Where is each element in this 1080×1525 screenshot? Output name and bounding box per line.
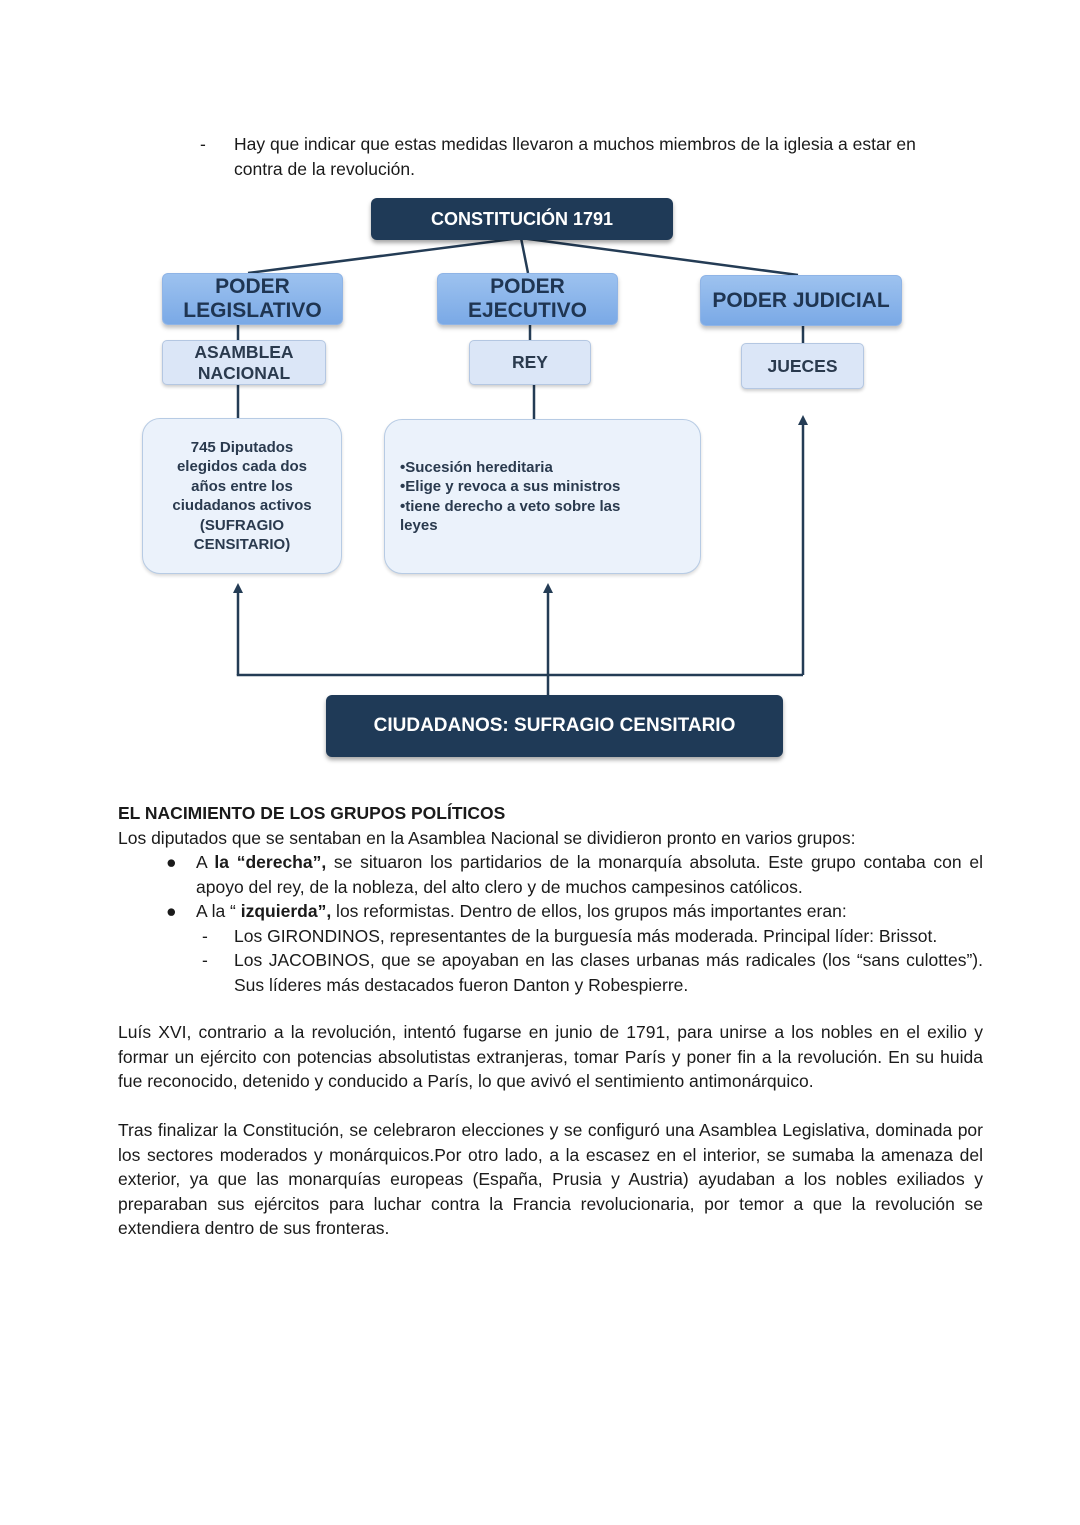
connector-bottom-horizontal	[236, 673, 803, 677]
dash-marker: -	[202, 950, 208, 970]
izquierda-text: los reformistas. Dentro de ellos, los gr…	[331, 901, 847, 921]
izquierda-label: izquierda”,	[240, 901, 332, 921]
dash-girondinos: - Los GIRONDINOS, representantes de la b…	[118, 924, 983, 949]
connector-root-judicial	[520, 236, 799, 277]
derecha-pre: A	[196, 852, 215, 872]
ciudadanos-box: CIUDADANOS: SUFRAGIO CENSITARIO	[326, 695, 783, 757]
ejecutivo-detail-item: tiene derecho a veto sobre las leyes	[400, 497, 660, 536]
girondinos-text: Los GIRONDINOS, representantes de la bur…	[234, 925, 938, 946]
political-groups-section: EL NACIMIENTO DE LOS GRUPOS POLÍTICOS Lo…	[118, 801, 983, 997]
bullet-izquierda: ● A la “ izquierda”, los reformistas. De…	[118, 899, 983, 924]
legislativo-detail-line: 745 Diputados	[190, 438, 294, 456]
intro-dash-text: Hay que indicar que estas medidas llevar…	[234, 134, 916, 179]
legislativo-detail-line: elegidos cada dos	[176, 458, 308, 475]
ejecutivo-detail-list: Sucesión hereditaria Elige y revoca a su…	[400, 458, 660, 536]
jueces-box: JUECES	[741, 343, 864, 389]
dash-marker: -	[200, 134, 206, 154]
asamblea-nacional-box: ASAMBLEA NACIONAL	[162, 340, 326, 385]
constitution-1791-diagram: CONSTITUCIÓN 1791 PODER LEGISLATIVO PODE…	[130, 190, 920, 770]
derecha-text: se situaron los partidarios de la monarq…	[196, 852, 983, 897]
diagram-connectors	[233, 236, 808, 695]
ejecutivo-detail-box: Sucesión hereditaria Elige y revoca a su…	[384, 419, 701, 574]
bullet-marker: ●	[166, 852, 177, 872]
dash-marker: -	[202, 925, 208, 946]
section-heading: EL NACIMIENTO DE LOS GRUPOS POLÍTICOS	[118, 803, 506, 823]
paragraph-asamblea-legislativa: Tras finalizar la Constitución, se celeb…	[118, 1120, 983, 1238]
intro-dash-item: - Hay que indicar que estas medidas llev…	[200, 132, 960, 181]
ejecutivo-detail-item: Elige y revoca a sus ministros	[400, 477, 660, 497]
section-intro: Los diputados que se sentaban en la Asam…	[118, 827, 856, 848]
poder-legislativo-box: PODER LEGISLATIVO	[162, 273, 343, 325]
legislativo-detail-line: ciudadanos activos	[172, 497, 312, 514]
rey-box: REY	[469, 340, 591, 385]
paragraph-luis-xvi: Luís XVI, contrario a la revolución, int…	[118, 1022, 983, 1091]
poder-ejecutivo-line1: PODER	[490, 275, 565, 298]
bullet-marker: ●	[166, 901, 177, 921]
derecha-label: la “derecha”,	[214, 852, 327, 872]
bullet-derecha: ● A la “derecha”, se situaron los partid…	[118, 850, 983, 899]
asamblea-line2: NACIONAL	[197, 362, 291, 383]
legislativo-detail-line: (SUFRAGIO	[199, 516, 285, 534]
dash-jacobinos: - Los JACOBINOS, que se apoyaban en las …	[118, 948, 983, 997]
legislativo-detail-line: CENSITARIO)	[193, 536, 291, 553]
izquierda-pre: A la “	[196, 901, 241, 921]
asamblea-line1: ASAMBLEA	[194, 341, 294, 362]
poder-legislativo-line1: PODER	[215, 275, 290, 298]
legislativo-detail-line: años entre los	[191, 477, 293, 495]
jacobinos-text: Los JACOBINOS, que se apoyaban en las cl…	[234, 950, 983, 995]
connector-root-ejecutivo	[519, 237, 530, 274]
constitution-root-box: CONSTITUCIÓN 1791	[371, 198, 673, 240]
poder-ejecutivo-line2: EJECUTIVO	[467, 299, 588, 322]
connector-root-legislativo	[247, 236, 522, 275]
poder-legislativo-line2: LEGISLATIVO	[183, 299, 322, 322]
legislativo-detail-box: 745 Diputados elegidos cada dos años ent…	[142, 418, 342, 574]
poder-judicial-box: PODER JUDICIAL	[700, 275, 902, 326]
ejecutivo-detail-item: Sucesión hereditaria	[400, 458, 660, 478]
poder-ejecutivo-box: PODER EJECUTIVO	[437, 273, 618, 325]
